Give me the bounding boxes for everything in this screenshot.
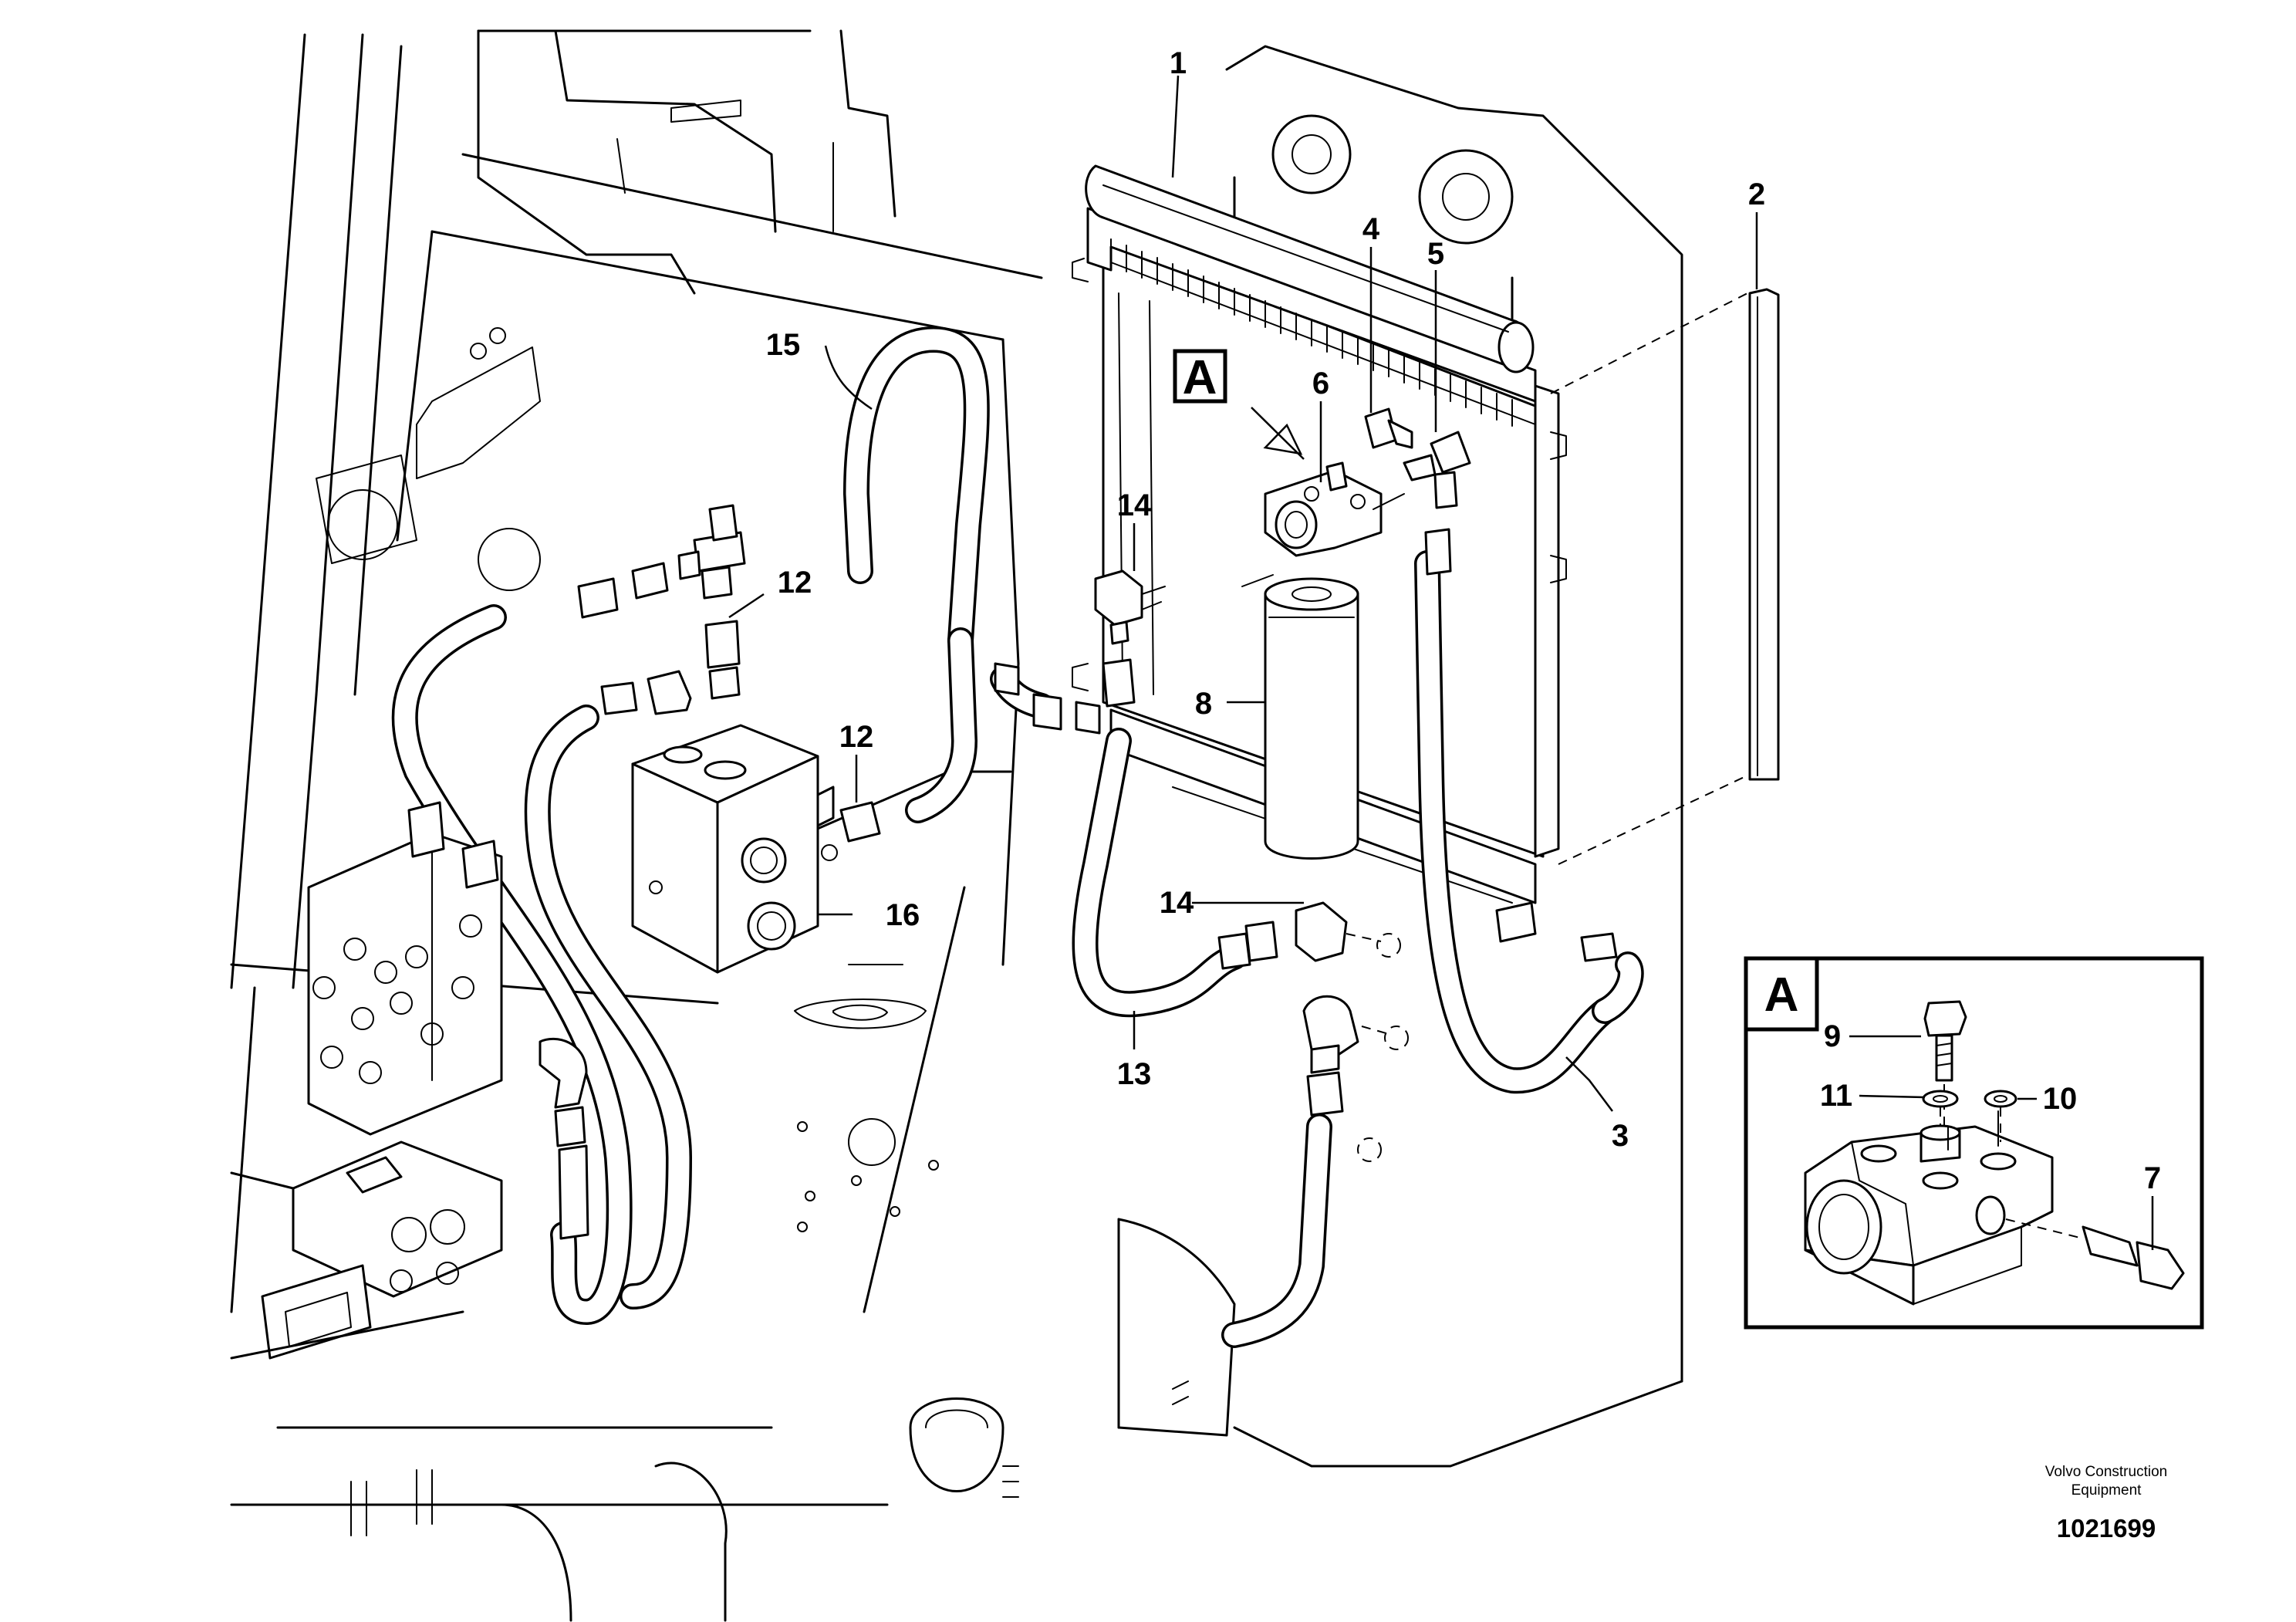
fittings: [539, 407, 1618, 1240]
callout-13: 13: [1117, 1057, 1152, 1091]
callout-11: 11: [1820, 1079, 1852, 1113]
callout-1: 1: [1170, 46, 1187, 80]
valve-block: [631, 724, 838, 974]
callout-14-upper: 14: [1117, 488, 1152, 522]
callout-16: 16: [886, 898, 920, 932]
view-marker: A: [1173, 349, 1227, 404]
leader-lines: [728, 75, 1758, 1112]
footer: Volvo Construction Equipment 1021699: [2045, 1464, 2167, 1543]
control-valve-assembly: [230, 801, 503, 1360]
callout-3: 3: [1612, 1119, 1629, 1153]
callout-14-lower: 14: [1160, 886, 1194, 920]
detail-view-marker: A: [1764, 968, 1799, 1022]
brand-line-1: Volvo Construction: [2045, 1464, 2167, 1480]
callout-labels: 1 2 3 4 5 6 8 12 12 13 14 14 15 16: [766, 46, 1765, 1153]
view-marker-label: A: [1183, 351, 1217, 404]
callout-2: 2: [1748, 177, 1765, 211]
callout-7: 7: [2144, 1161, 2161, 1195]
callout-5: 5: [1427, 237, 1444, 271]
callout-12-upper: 12: [778, 566, 812, 600]
hoses: [391, 326, 1644, 1348]
callout-8: 8: [1195, 687, 1212, 721]
callout-10: 10: [2043, 1082, 2078, 1116]
callout-4: 4: [1362, 212, 1380, 246]
oil-cooler: [1072, 45, 1683, 1383]
callout-12-lower: 12: [839, 720, 874, 754]
detail-view-a: A 9 11 10 7: [1744, 956, 2204, 1330]
document-number: 1021699: [2057, 1514, 2156, 1543]
callout-15: 15: [766, 328, 801, 362]
callout-6: 6: [1312, 367, 1329, 400]
callout-9: 9: [1824, 1019, 1841, 1053]
brand-line-2: Equipment: [2071, 1482, 2142, 1499]
seal-strip: [1550, 288, 1780, 865]
